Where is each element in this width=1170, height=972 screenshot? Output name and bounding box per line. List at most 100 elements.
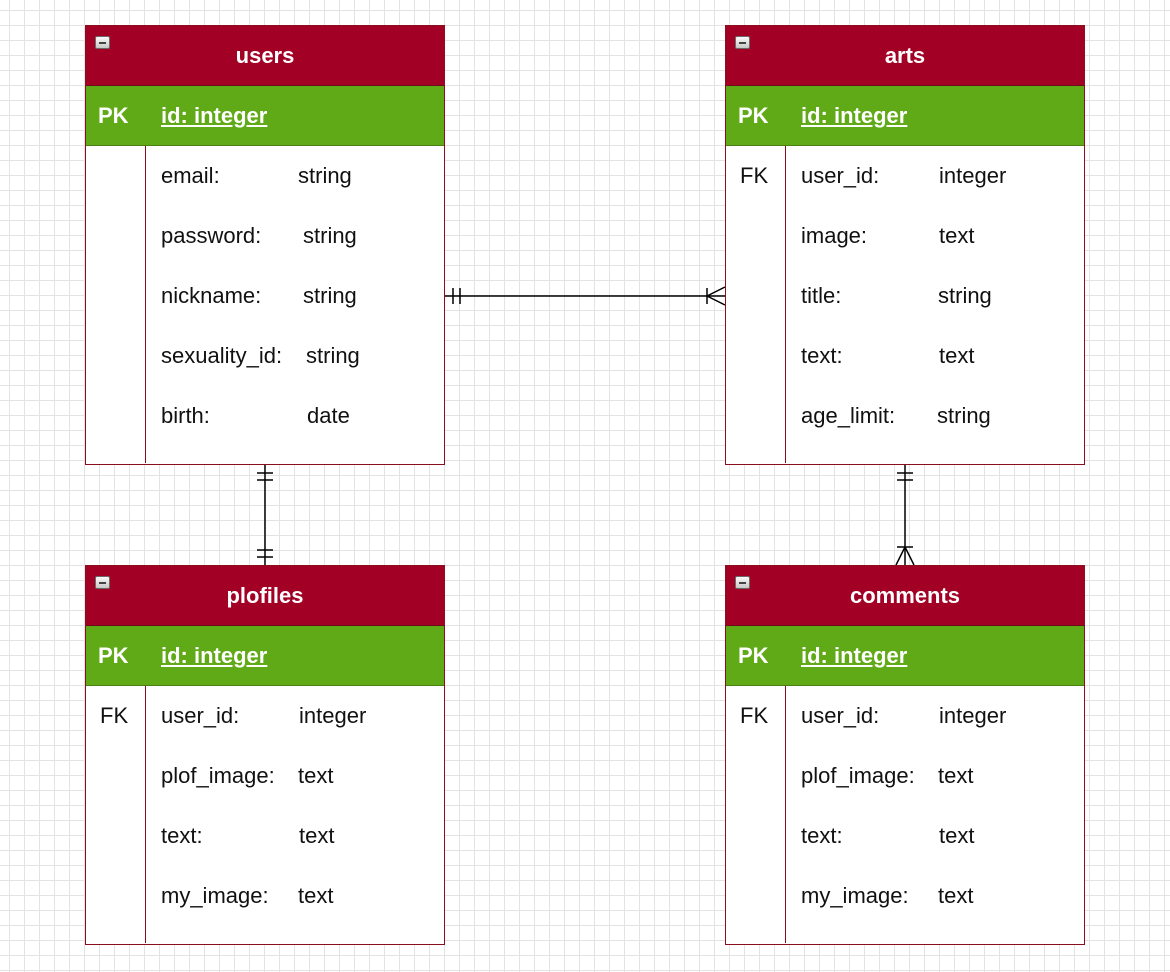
attribute-row-text[interactable]: text: text xyxy=(726,326,1084,386)
attribute-type: text xyxy=(299,823,335,848)
attribute-type: integer xyxy=(939,703,1007,728)
attribute-row-password[interactable]: password: string xyxy=(86,206,444,266)
attribute-name: age_limit: xyxy=(801,403,896,428)
attribute-name: sexuality_id: xyxy=(161,343,283,368)
relation-users-arts[interactable] xyxy=(445,286,726,306)
key-column xyxy=(86,686,146,943)
entity-users[interactable]: users PK id: integer email: string passw… xyxy=(85,25,445,465)
attribute-row-sexuality-id[interactable]: sexuality_id: string xyxy=(86,326,444,386)
attribute-type: string xyxy=(937,403,991,428)
entity-plofiles[interactable]: plofiles PK id: integer FK user_id: inte… xyxy=(85,565,445,945)
collapse-minus-icon[interactable] xyxy=(735,36,750,49)
attribute-type: string xyxy=(298,163,352,188)
pk-label: PK xyxy=(98,643,129,668)
entity-users-pk-row[interactable]: PK id: integer xyxy=(86,86,444,146)
attribute-name: birth: xyxy=(161,403,210,428)
entity-arts-title: arts xyxy=(884,43,926,68)
attribute-row-plof-image[interactable]: plof_image: text xyxy=(86,746,444,806)
entity-comments-header[interactable]: comments xyxy=(726,566,1084,626)
attribute-name: nickname: xyxy=(161,283,262,308)
entity-plofiles-title: plofiles xyxy=(226,583,304,608)
attribute-row-my-image[interactable]: my_image: text xyxy=(86,866,444,926)
row-key: FK xyxy=(740,703,769,728)
pk-label: PK xyxy=(98,103,129,128)
attribute-type: text xyxy=(298,883,334,908)
attribute-type: text xyxy=(939,223,975,248)
entity-plofiles-pk-row[interactable]: PK id: integer xyxy=(86,626,444,686)
attribute-name: email: xyxy=(161,163,220,188)
attribute-row-user-id[interactable]: FK user_id: integer xyxy=(726,146,1084,206)
attribute-name: user_id: xyxy=(161,703,240,728)
attribute-row-my-image[interactable]: my_image: text xyxy=(726,866,1084,926)
row-key: FK xyxy=(100,703,129,728)
entity-comments-body: FK user_id: integer plof_image: text tex… xyxy=(726,686,1084,943)
entity-comments[interactable]: comments PK id: integer FK user_id: inte… xyxy=(725,565,1085,945)
attribute-type: string xyxy=(303,223,357,248)
attribute-type: integer xyxy=(299,703,367,728)
users-arts-crow-upper xyxy=(706,286,726,297)
attribute-row-text[interactable]: text: text xyxy=(726,806,1084,866)
row-key: FK xyxy=(740,163,769,188)
attribute-row-user-id[interactable]: FK user_id: integer xyxy=(726,686,1084,746)
attribute-type: string xyxy=(938,283,992,308)
entity-users-body: email: string password: string nickname:… xyxy=(86,146,444,463)
attribute-type: text xyxy=(938,763,974,788)
attribute-name: title: xyxy=(801,283,842,308)
arts-comments-crow-left xyxy=(895,546,906,566)
pk-field: id: integer xyxy=(801,103,908,128)
pk-label: PK xyxy=(738,643,769,668)
entity-arts-body: FK user_id: integer image: text title: s… xyxy=(726,146,1084,463)
pk-field: id: integer xyxy=(801,643,908,668)
attribute-name: my_image: xyxy=(801,883,909,908)
attribute-row-plof-image[interactable]: plof_image: text xyxy=(726,746,1084,806)
entity-comments-title: comments xyxy=(849,583,961,608)
pk-label: PK xyxy=(738,103,769,128)
entity-comments-pk-row[interactable]: PK id: integer xyxy=(726,626,1084,686)
attribute-name: text: xyxy=(801,823,843,848)
attribute-row-title[interactable]: title: string xyxy=(726,266,1084,326)
attribute-type: text xyxy=(939,823,975,848)
attribute-type: integer xyxy=(939,163,1007,188)
attribute-row-text[interactable]: text: text xyxy=(86,806,444,866)
entity-users-header[interactable]: users xyxy=(86,26,444,86)
attribute-type: date xyxy=(307,403,350,428)
collapse-minus-icon[interactable] xyxy=(735,576,750,589)
key-column xyxy=(726,146,786,463)
attribute-name: user_id: xyxy=(801,703,880,728)
collapse-minus-icon[interactable] xyxy=(95,576,110,589)
attribute-row-birth[interactable]: birth: date xyxy=(86,386,444,446)
pk-field: id: integer xyxy=(161,643,268,668)
attribute-name: user_id: xyxy=(801,163,880,188)
attribute-type: string xyxy=(303,283,357,308)
attribute-row-email[interactable]: email: string xyxy=(86,146,444,206)
entity-arts-pk-row[interactable]: PK id: integer xyxy=(726,86,1084,146)
entity-arts-header[interactable]: arts xyxy=(726,26,1084,86)
entity-plofiles-body: FK user_id: integer plof_image: text tex… xyxy=(86,686,444,943)
attribute-name: my_image: xyxy=(161,883,269,908)
entity-plofiles-header[interactable]: plofiles xyxy=(86,566,444,626)
entity-users-title: users xyxy=(235,43,295,68)
attribute-name: image: xyxy=(801,223,868,248)
attribute-name: text: xyxy=(801,343,843,368)
entity-arts[interactable]: arts PK id: integer FK user_id: integer … xyxy=(725,25,1085,465)
collapse-minus-icon[interactable] xyxy=(95,36,110,49)
attribute-row-image[interactable]: image: text xyxy=(726,206,1084,266)
arts-comments-crow-right xyxy=(904,546,915,566)
relation-arts-comments[interactable] xyxy=(895,465,915,566)
attribute-row-user-id[interactable]: FK user_id: integer xyxy=(86,686,444,746)
attribute-type: string xyxy=(306,343,360,368)
attribute-row-nickname[interactable]: nickname: string xyxy=(86,266,444,326)
attribute-row-age-limit[interactable]: age_limit: string xyxy=(726,386,1084,446)
attribute-type: text xyxy=(938,883,974,908)
attribute-name: text: xyxy=(161,823,203,848)
pk-field: id: integer xyxy=(161,103,268,128)
key-column xyxy=(86,146,146,463)
attribute-name: plof_image: xyxy=(801,763,915,788)
attribute-type: text xyxy=(939,343,975,368)
attribute-name: password: xyxy=(161,223,262,248)
attribute-name: plof_image: xyxy=(161,763,275,788)
key-column xyxy=(726,686,786,943)
relation-users-plofiles[interactable] xyxy=(257,465,273,565)
attribute-type: text xyxy=(298,763,334,788)
